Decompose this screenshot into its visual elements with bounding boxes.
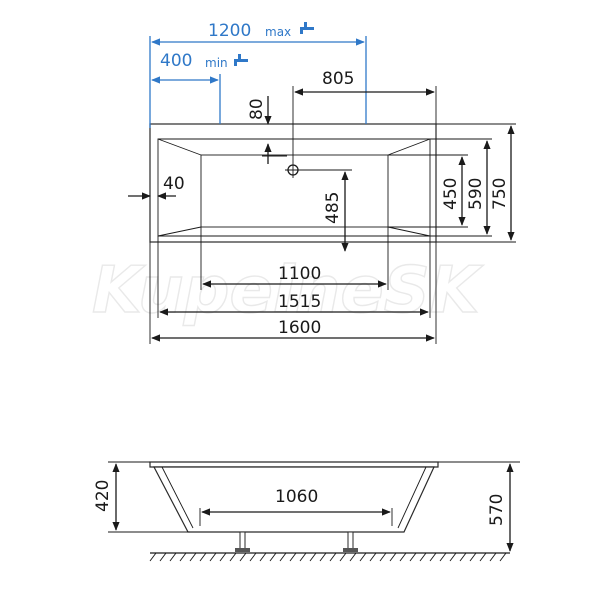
tub-foot-left <box>239 531 246 551</box>
faucet-max-unit: max <box>265 25 291 39</box>
drain-depth-label: 485 <box>323 192 343 224</box>
drain-offset-x-label: 805 <box>322 69 354 89</box>
outer-width-label: 750 <box>490 178 510 210</box>
wall-thickness-label: 40 <box>163 174 185 194</box>
faucet-min-value: 400 <box>160 51 192 71</box>
outer-length-label: 1600 <box>278 318 321 338</box>
side-view: 420 570 1060 <box>93 461 520 562</box>
faucet-max-value: 1200 <box>208 21 251 41</box>
mid-width-label: 590 <box>466 178 486 210</box>
faucet-min-unit: min <box>205 56 228 70</box>
drain-offset-y-label: 80 <box>247 98 267 120</box>
tub-foot-right <box>347 531 354 551</box>
faucet-max-icon <box>300 22 314 34</box>
mid-length-label: 1515 <box>278 292 321 312</box>
total-height-label: 570 <box>487 494 507 526</box>
inner-depth-label: 420 <box>93 480 113 512</box>
inner-length-label: 1100 <box>278 264 321 284</box>
tub-inner-basin <box>200 154 389 228</box>
bottom-length-label: 1060 <box>275 487 318 507</box>
floor-hatch <box>149 552 507 562</box>
faucet-min-icon <box>234 54 248 66</box>
tub-side-rim <box>149 461 439 468</box>
tub-side-basin <box>153 466 435 533</box>
watermark: KupelneSK <box>92 254 484 328</box>
inner-width-label: 450 <box>441 178 461 210</box>
top-view: 1200 max 400 min 805 80 40 <box>128 21 516 344</box>
